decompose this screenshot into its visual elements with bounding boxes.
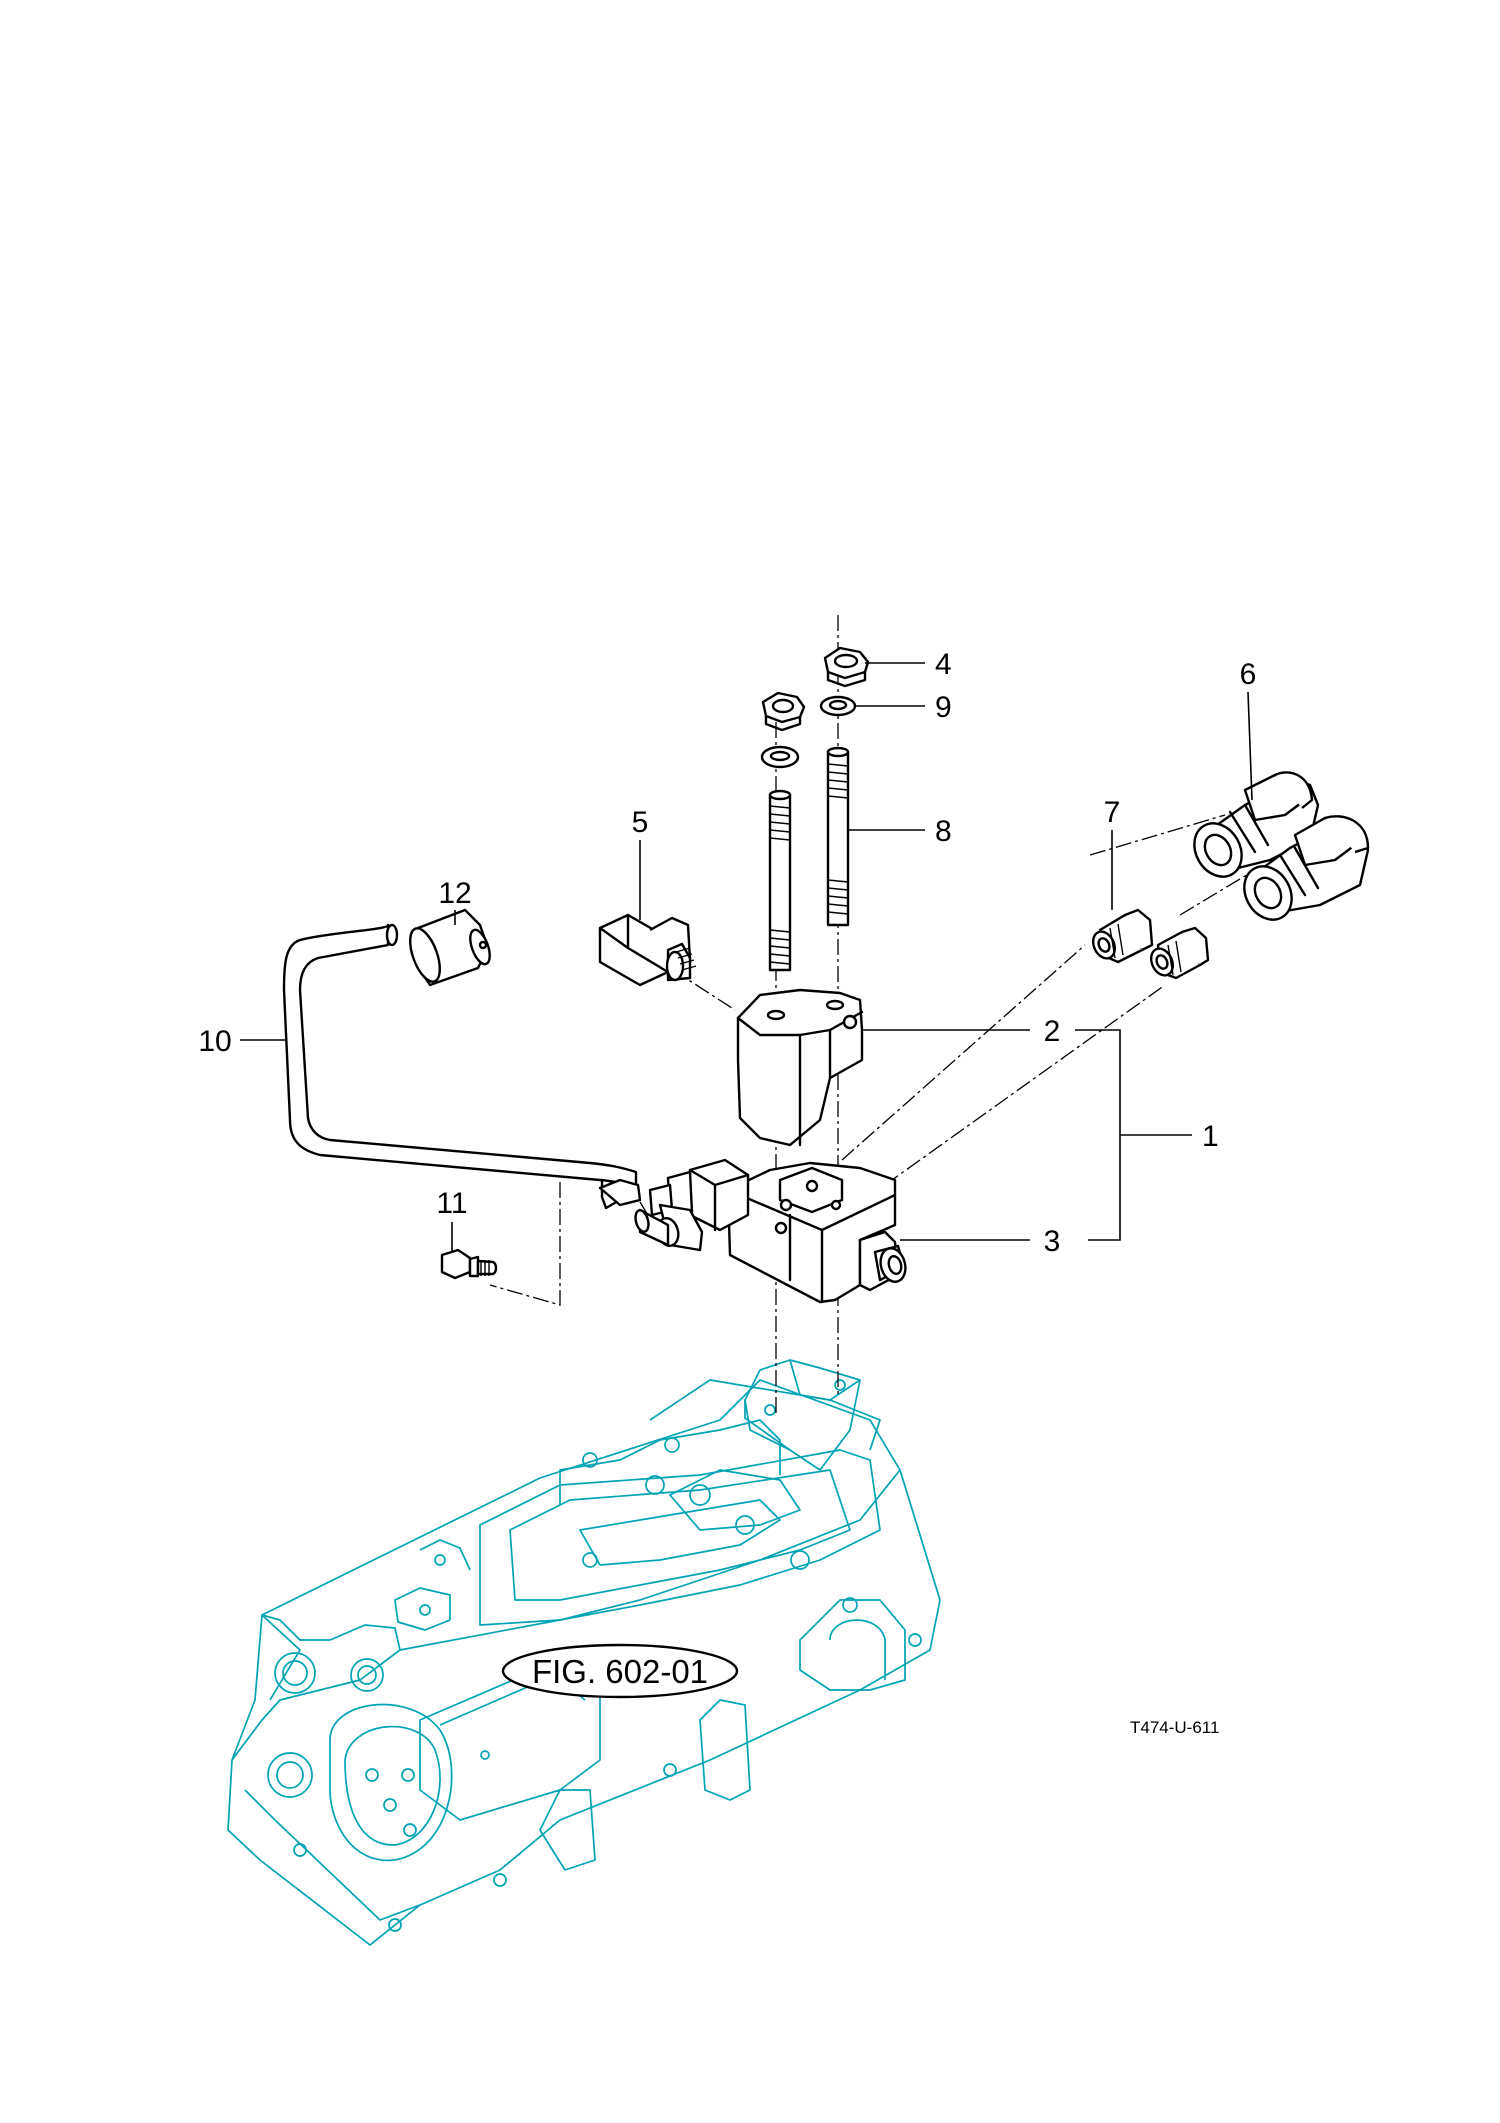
callout-12: 12 [438,877,471,910]
leader-lines [240,662,1253,1252]
callout-2: 2 [1044,1015,1061,1048]
coupler-lower[interactable] [1235,815,1370,928]
callout-9: 9 [935,691,952,724]
part-9-washer[interactable] [819,695,857,717]
part-4-nut[interactable] [823,646,870,688]
callout-1: 1 [1202,1120,1219,1153]
figure-reference-text: FIG. 602-01 [532,1653,708,1690]
part-11-bolt[interactable] [440,1248,498,1280]
assembly-lines [489,615,1256,1415]
part-7-fitting-upper[interactable] [1089,908,1154,964]
part-8-stud-right[interactable] [826,746,850,927]
callout-4: 4 [935,648,952,681]
part-5-elbow-fitting[interactable] [598,913,697,987]
callout-11: 11 [436,1187,467,1220]
callout-5: 5 [632,806,649,839]
stud-left[interactable] [768,789,792,972]
callout-6: 6 [1240,658,1257,691]
figure-reference-callout[interactable]: FIG. 602-01 [501,1643,739,1699]
fitting-lower[interactable] [1147,926,1210,980]
callout-7: 7 [1104,796,1121,829]
callout-labels: 4 9 8 5 6 7 12 10 11 2 1 3 [198,648,1256,1258]
washer-left[interactable] [760,745,800,769]
callout-10: 10 [198,1025,231,1058]
part-12-cap[interactable] [404,908,494,987]
callout-3: 3 [1044,1225,1061,1258]
part-2-block[interactable] [736,988,864,1147]
part-10-tube[interactable] [282,923,642,1210]
nut-left[interactable] [761,691,806,732]
part-3-control-valve[interactable] [633,1158,909,1304]
callout-8: 8 [935,815,952,848]
drawing-code: T474-U-611 [1130,1718,1219,1737]
